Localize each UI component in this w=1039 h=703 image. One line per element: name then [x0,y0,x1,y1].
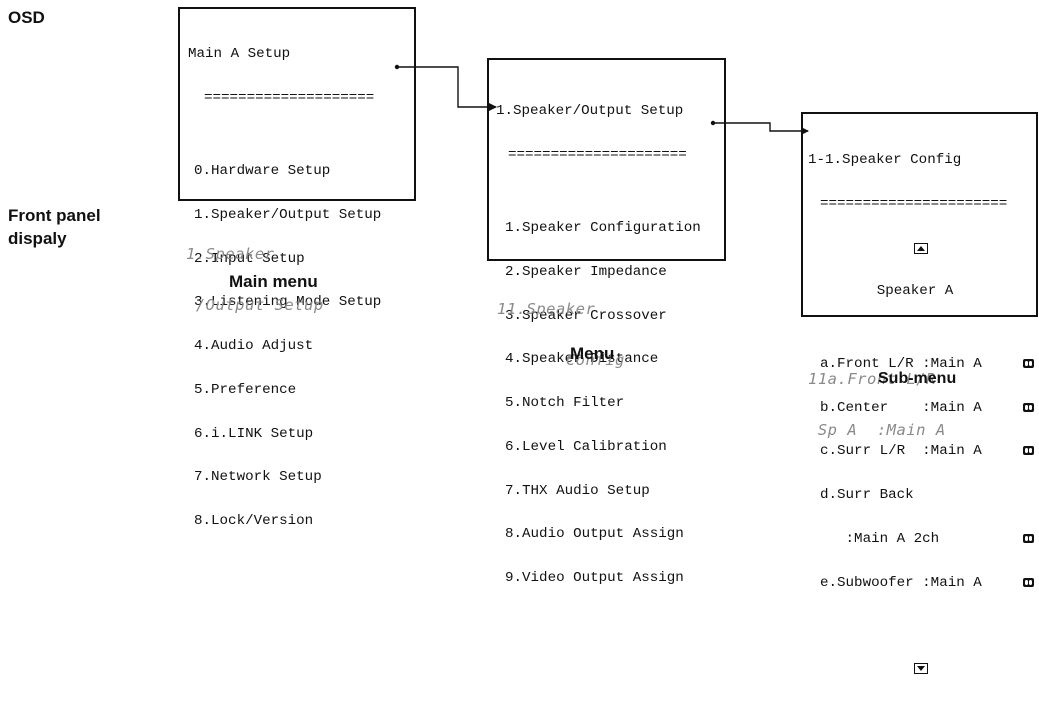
submenu-row[interactable]: d.Surr Back [820,488,1034,503]
menu-item[interactable]: 2.Speaker Impedance [505,263,667,280]
menu-front-display: 11.Speaker Config [497,267,625,386]
submenu-display-line1: 11a.Front L/R [808,370,936,388]
submenu-row-label: d.Surr Back [820,487,914,504]
thx-icon [1023,358,1034,368]
menu-item-speaker-configuration[interactable]: 1.Speaker Configuration [505,219,701,236]
connector-main-to-menu [394,64,497,111]
menu-display-line2: Config [497,351,625,369]
main-menu-item[interactable]: 4.Audio Adjust [194,338,314,355]
submenu-row-label: a.Front L/R :Main A [820,355,982,372]
main-menu-item[interactable]: 7.Network Setup [194,469,322,486]
thx-icon [1023,534,1034,544]
scroll-up-icon[interactable] [914,242,928,254]
thx-icon [1023,446,1034,456]
menu-item[interactable]: 7.THX Audio Setup [505,482,650,499]
main-display-line2: /Output Setup [186,296,324,314]
menu-title: 1.Speaker/Output Setup [496,103,684,120]
front-panel-label-line2: dispaly [8,229,67,248]
main-display-line1: 1.Speaker [186,245,275,263]
front-panel-label: Front panel dispaly [8,204,101,250]
main-menu-item[interactable]: 8.Lock/Version [194,513,314,530]
menu-item[interactable]: 5.Notch Filter [505,395,625,412]
connector-arrows [394,64,809,135]
main-menu-item-speaker-output[interactable]: 1.Speaker/Output Setup [194,206,382,223]
osd-label: OSD [8,8,45,27]
thx-icon [1023,402,1034,412]
submenu-header: Speaker A [876,282,954,299]
submenu-display-line2: Sp A :Main A [808,421,946,439]
submenu-rule: ====================== [820,195,1008,212]
menu-item[interactable]: 3.Speaker Crossover [505,307,667,324]
submenu-row-label: e.Subwoofer :Main A [820,574,982,591]
scroll-down-icon[interactable] [914,662,928,674]
main-menu-front-display: 1.Speaker /Output Setup [186,212,324,331]
submenu-row[interactable]: a.Front L/R :Main A [820,357,1034,372]
menu-caption: Menu [570,344,615,363]
thx-icon [1023,577,1034,587]
submenu-row[interactable]: e.Subwoofer :Main A [820,576,1034,591]
menu-rule: ===================== [508,146,687,163]
main-menu-item[interactable]: 6.i.LINK Setup [194,425,314,442]
submenu-row[interactable]: :Main A 2ch [820,532,1034,547]
main-menu-item[interactable]: 2.Input Setup [194,250,305,267]
main-menu-item[interactable]: 0.Hardware Setup [194,162,331,179]
front-panel-label-line1: Front panel [8,206,101,225]
submenu-title: 1-1.Speaker Config [808,152,962,169]
main-menu-item[interactable]: 3.Listening Mode Setup [194,294,382,311]
menu-item[interactable]: 8.Audio Output Assign [505,526,684,543]
submenu-row-label: :Main A 2ch [820,531,940,548]
connector-menu-to-submenu [710,120,809,135]
menu-item[interactable]: 4.Speaker Distance [505,351,659,368]
menu-item[interactable]: 6.Level Calibration [505,438,667,455]
main-menu-caption: Main menu [229,272,318,291]
menu-item[interactable]: 9.Video Output Assign [505,570,684,587]
menu-display-line1: 11.Speaker [497,300,596,318]
main-menu-title: Main A Setup [188,46,291,63]
main-menu-rule: ==================== [204,89,375,106]
submenu-caption: Sub-menu [878,370,957,387]
